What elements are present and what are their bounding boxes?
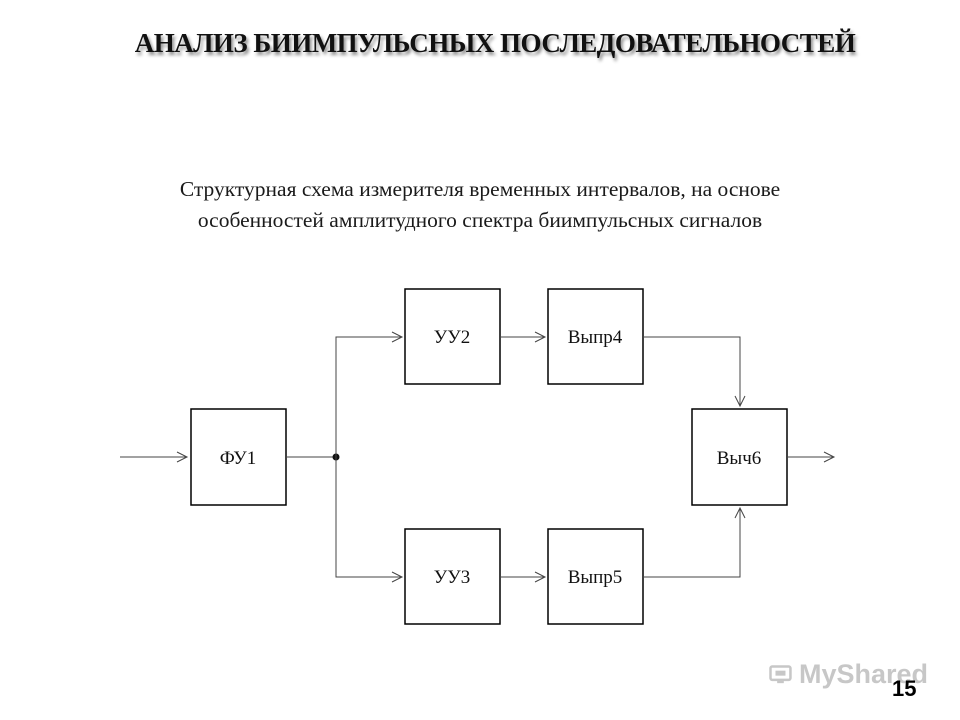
branch-upper-wire [335,336,402,457]
vypr4-to-vych6-wire [643,336,741,406]
block-vych6-label: Выч6 [717,448,762,469]
uu3-input-arrowhead [391,571,404,583]
block-vych6: Выч6 [691,408,788,506]
block-uu3: УУ3 [404,528,501,625]
watermark-text: MyShared [798,658,928,689]
block-uu2-label: УУ2 [434,327,470,348]
vych6-top-arrowhead [734,395,746,408]
subtitle-line-2: особенностей амплитудного спектра биимпу… [197,208,763,232]
branch-lower-wire [335,457,402,578]
block-vypr5: Выпр5 [547,528,644,625]
block-uu2: УУ2 [404,288,501,385]
block-fu1: ФУ1 [190,408,287,506]
input-arrowhead [176,451,189,463]
vych6-bottom-arrowhead [734,506,746,519]
slide-subtitle: Структурная схема измерителя временных и… [0,174,960,236]
block-vypr4: Выпр4 [547,288,644,385]
myshared-logo-icon [769,665,792,684]
slide-title: АНАЛИЗ БИИМПУЛЬСНЫХ ПОСЛЕДОВАТЕЛЬНОСТЕЙ [134,28,856,58]
block-vypr5-label: Выпр5 [568,567,623,588]
output-arrowhead [823,451,836,463]
block-uu3-label: УУ3 [434,567,470,588]
uu2-input-arrowhead [391,331,404,343]
vypr5-input-arrowhead [534,571,547,583]
block-fu1-label: ФУ1 [220,448,257,469]
page-number: 15 [892,676,917,701]
block-vypr4-label: Выпр4 [568,327,623,348]
vypr4-input-arrowhead [534,331,547,343]
watermark: MyShared [768,656,928,692]
subtitle-line-1: Структурная схема измерителя временных и… [179,177,781,201]
vypr5-to-vych6-wire [643,508,741,578]
